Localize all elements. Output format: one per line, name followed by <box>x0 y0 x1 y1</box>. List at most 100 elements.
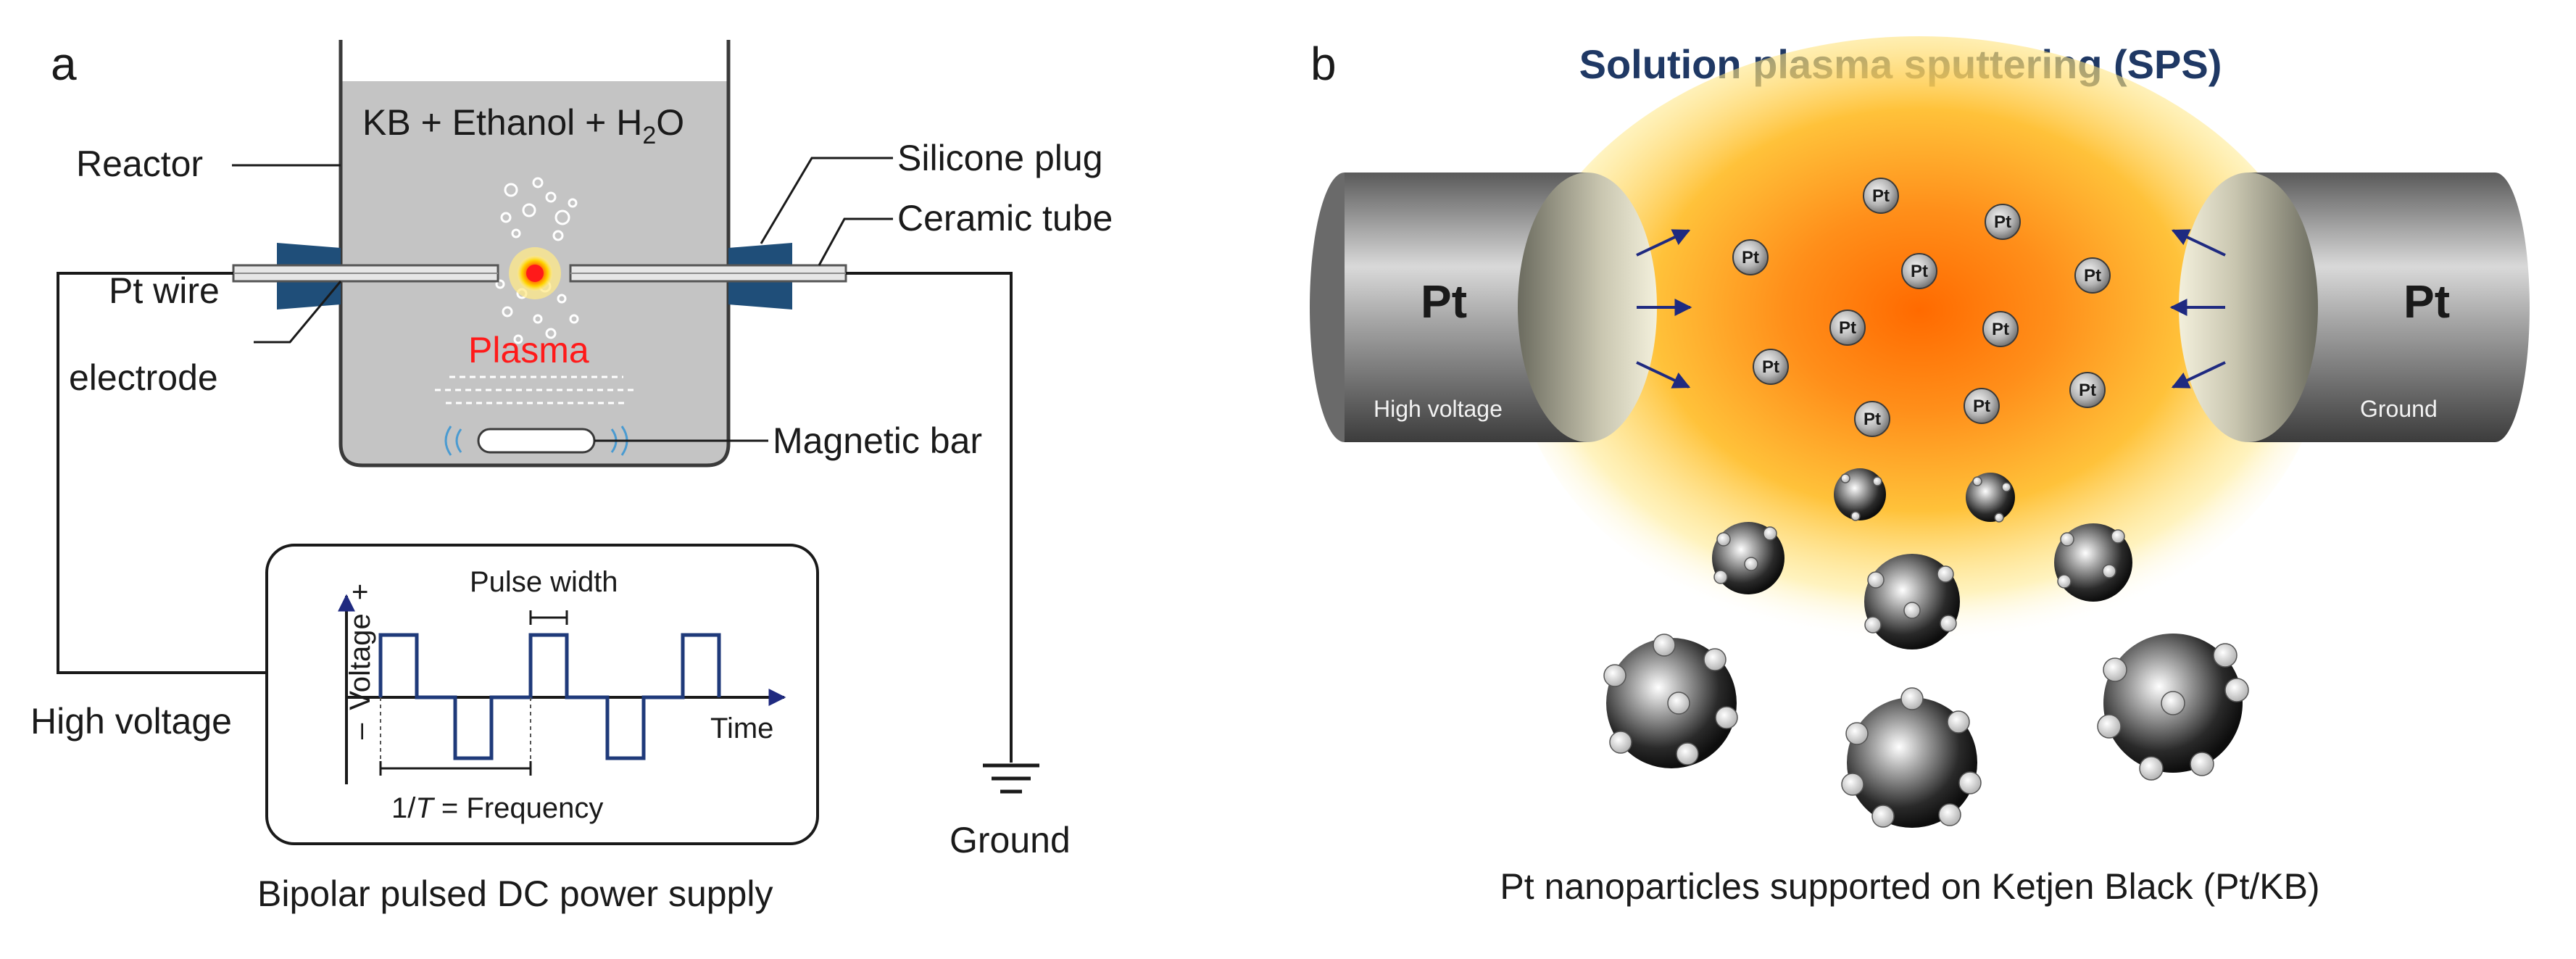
pulse-width-marker <box>529 610 568 625</box>
pt-nanoparticle <box>1845 722 1869 745</box>
left-electrode-cylinder <box>1310 173 1657 442</box>
pt-atom-label: Pt <box>1762 357 1779 377</box>
panel-a-letter: a <box>51 38 77 90</box>
pt-nanoparticle <box>1676 742 1699 765</box>
pt-atom <box>1829 310 1866 346</box>
pt-nanoparticle <box>2190 752 2214 776</box>
pt-atom <box>2074 257 2111 294</box>
pt-atom <box>1985 204 2021 240</box>
pt-nanoparticle <box>1947 710 1970 734</box>
pt-atom <box>1732 239 1769 275</box>
pt-atom-label: Pt <box>1994 212 2011 232</box>
left-electrode-sub: High voltage <box>1374 396 1503 422</box>
pt-nanoparticle <box>1603 664 1626 687</box>
wire-ground <box>846 272 1013 763</box>
pt-nanoparticle <box>1715 706 1738 729</box>
pt-nanoparticle <box>2139 756 2164 781</box>
ceramic-tube-leader <box>818 217 893 266</box>
bipolar-waveform <box>378 633 721 760</box>
solution-label: KB + Ethanol + H2O <box>362 102 684 149</box>
pt-nanoparticle <box>1667 692 1690 715</box>
plasma-label: Plasma <box>468 330 589 370</box>
pt-atom <box>2069 372 2106 408</box>
pt-nanoparticle <box>1903 602 1921 619</box>
pt-atom-label: Pt <box>1839 318 1856 338</box>
pt-nanoparticle <box>1958 771 1982 794</box>
pt-nanoparticle <box>1609 731 1632 754</box>
pt-nanoparticle <box>1940 615 1957 632</box>
pt-atom-label: Pt <box>2084 266 2101 286</box>
pt-wire-label-line1: Pt wire <box>109 270 220 311</box>
pt-atom <box>1964 388 2000 424</box>
high-voltage-label: High voltage <box>30 701 232 742</box>
pt-nanoparticle <box>1900 687 1924 710</box>
pt-nanoparticle <box>1703 648 1727 671</box>
voltage-axis-label: –Voltage+ <box>344 584 376 739</box>
pt-nanoparticle <box>2060 532 2074 547</box>
pt-atom-label: Pt <box>2079 381 2096 400</box>
ketjen-black-particle <box>2054 523 2132 602</box>
pt-atom <box>1982 311 2019 347</box>
pt-atom <box>1901 253 1937 289</box>
left-electrode-label: Pt <box>1421 275 1467 328</box>
pt-nanoparticle <box>2224 678 2249 702</box>
pt-nanoparticle <box>1864 616 1882 634</box>
ketjen-black-particle <box>1847 697 1977 828</box>
wire-high-voltage <box>57 272 267 674</box>
pt-nanoparticle <box>1713 570 1728 584</box>
pulse-width-label: Pulse width <box>470 566 618 598</box>
ketjen-black-particle <box>1864 554 1960 649</box>
ground-label: Ground <box>950 820 1071 860</box>
pt-nanoparticle <box>2103 657 2127 682</box>
plasma-core <box>526 265 544 282</box>
frequency-label: 1/T = Frequency <box>391 792 603 824</box>
pt-nanoparticle <box>1937 565 1954 583</box>
ground-symbol <box>983 763 1039 794</box>
pt-nanoparticle <box>2102 564 2116 578</box>
pt-atom-label: Pt <box>1872 186 1890 206</box>
right-electrode-label: Pt <box>2403 275 2450 328</box>
pt-nanoparticle <box>1840 473 1850 483</box>
power-supply-label: Bipolar pulsed DC power supply <box>257 873 773 914</box>
period-marker <box>379 697 532 776</box>
pt-nanoparticle <box>2001 482 2011 492</box>
pt-nanoparticle <box>1867 571 1885 589</box>
pt-atom-label: Pt <box>1864 410 1881 429</box>
pt-nanoparticle <box>2057 574 2072 589</box>
pt-atom-label: Pt <box>1973 397 1990 416</box>
time-axis-label: Time <box>710 713 773 744</box>
right-electrode-sub: Ground <box>2360 396 2438 422</box>
magnetic-bar-label: Magnetic bar <box>773 420 982 461</box>
pt-nanoparticle <box>1850 511 1861 521</box>
pt-atom-label: Pt <box>1992 320 2009 339</box>
pt-atom <box>1854 401 1890 437</box>
pt-nanoparticle <box>2097 714 2122 739</box>
ceramic-tube-label: Ceramic tube <box>897 198 1113 238</box>
arrows-right <box>2169 229 2226 389</box>
pt-atom-label: Pt <box>1742 248 1759 267</box>
silicone-plug-leader <box>760 157 893 244</box>
panel-b-caption: Pt nanoparticles supported on Ketjen Bla… <box>1500 866 2319 907</box>
pt-nanoparticle <box>1994 512 2004 523</box>
pt-atom <box>1863 178 1899 214</box>
pt-nanoparticle <box>1653 634 1676 657</box>
pt-wire-leader <box>254 281 342 344</box>
pt-nanoparticle <box>2213 643 2238 668</box>
arrows-left <box>1636 229 1692 389</box>
silicone-plug-label: Silicone plug <box>897 138 1103 178</box>
pt-nanoparticle <box>2161 691 2185 715</box>
ceramic-tube-right <box>569 264 847 283</box>
pt-wire-label-line2: electrode <box>69 357 218 398</box>
ceramic-tube-left <box>232 264 499 283</box>
reactor-label: Reactor <box>76 144 203 184</box>
panel-b-letter: b <box>1310 38 1337 90</box>
pt-nanoparticle <box>1871 805 1895 828</box>
pt-nanoparticle <box>2111 529 2125 544</box>
pt-nanoparticle <box>1872 476 1882 486</box>
pt-nanoparticle <box>1763 526 1777 541</box>
pt-nanoparticle <box>1972 476 1982 486</box>
pt-atom <box>1753 349 1789 385</box>
right-electrode-cylinder <box>2179 173 2530 442</box>
